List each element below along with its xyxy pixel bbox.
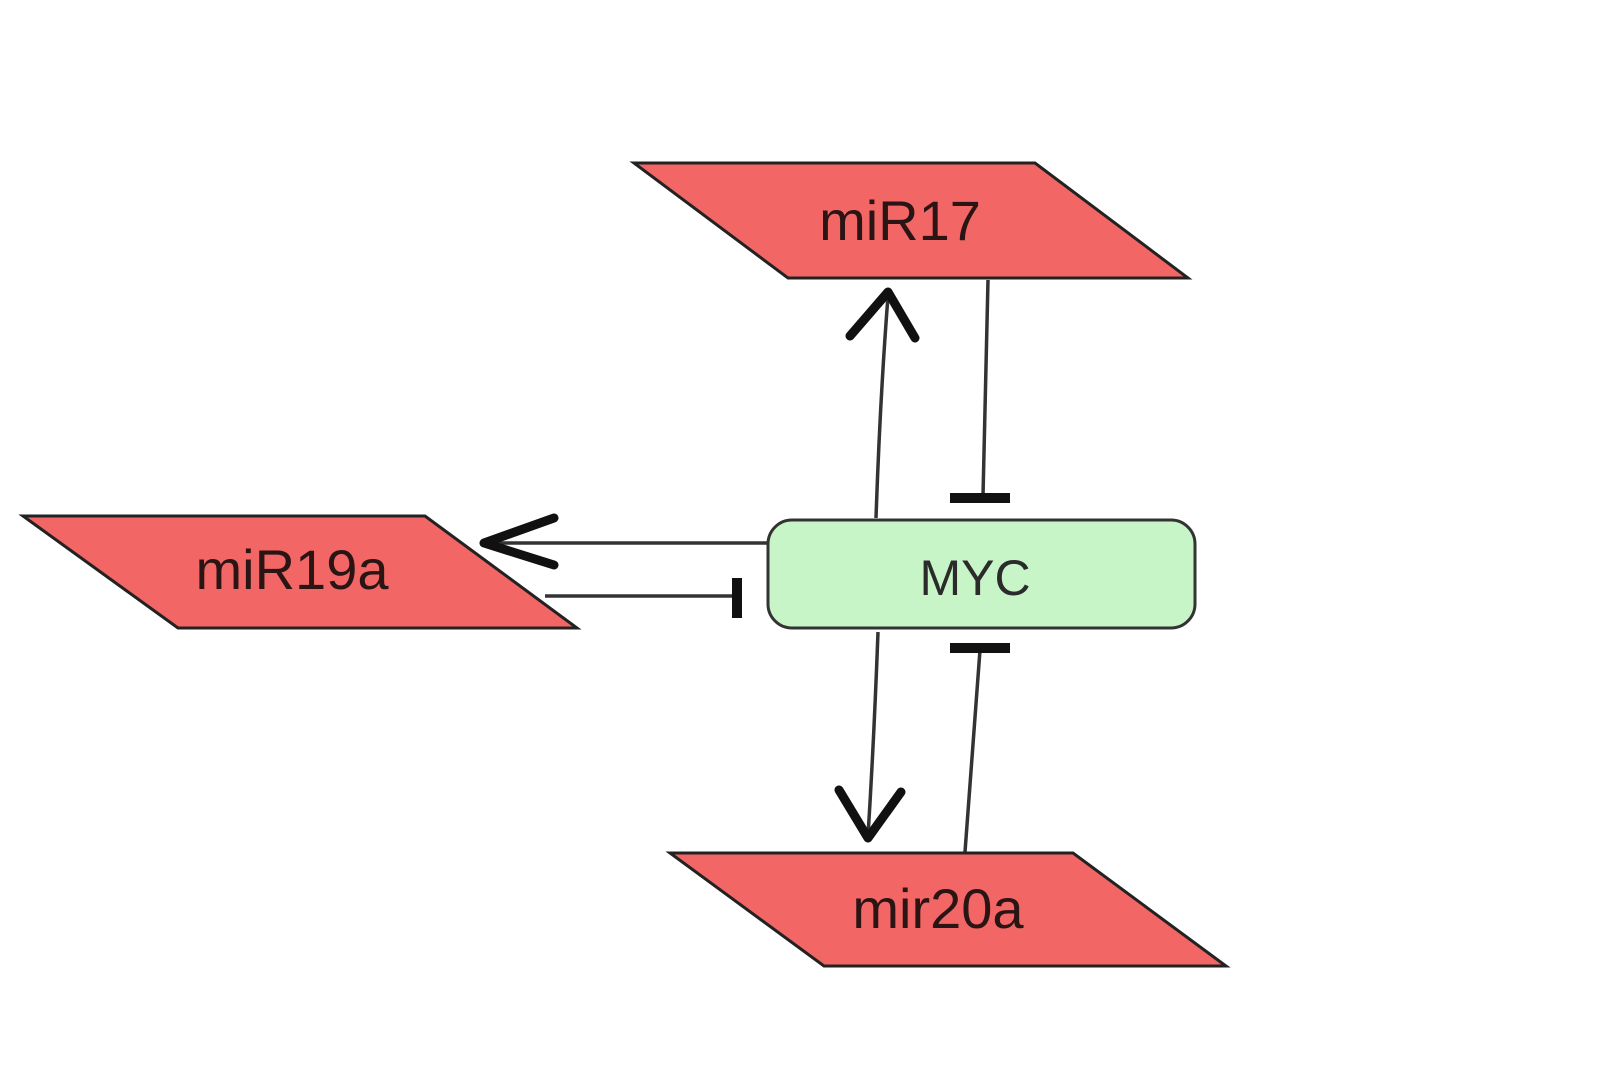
myc-label: MYC — [919, 550, 1030, 606]
node-mir19a[interactable]: miR19a — [18, 514, 582, 630]
edge-myc-activates-mir19a — [479, 513, 768, 570]
mir17-label: miR17 — [819, 189, 981, 252]
node-mir20a[interactable]: mir20a — [665, 851, 1231, 968]
edge-mir20a-inhibits-myc — [950, 643, 1010, 853]
node-mir17[interactable]: miR17 — [629, 161, 1193, 280]
edge-myc-activates-mir20a — [834, 631, 906, 843]
edge-mir17-inhibits-myc — [950, 279, 1010, 503]
mir17-shape — [629, 161, 1193, 280]
node-myc[interactable]: MYC — [766, 518, 1197, 630]
mir20a-shape — [665, 851, 1231, 968]
mir20a-label: mir20a — [852, 877, 1024, 940]
edge-mir19a-inhibits-myc — [545, 578, 742, 618]
edge-myc-activates-mir17 — [845, 287, 920, 519]
myc-shape — [766, 518, 1197, 630]
mir19a-label: miR19a — [196, 538, 390, 601]
mir19a-shape — [18, 514, 582, 630]
